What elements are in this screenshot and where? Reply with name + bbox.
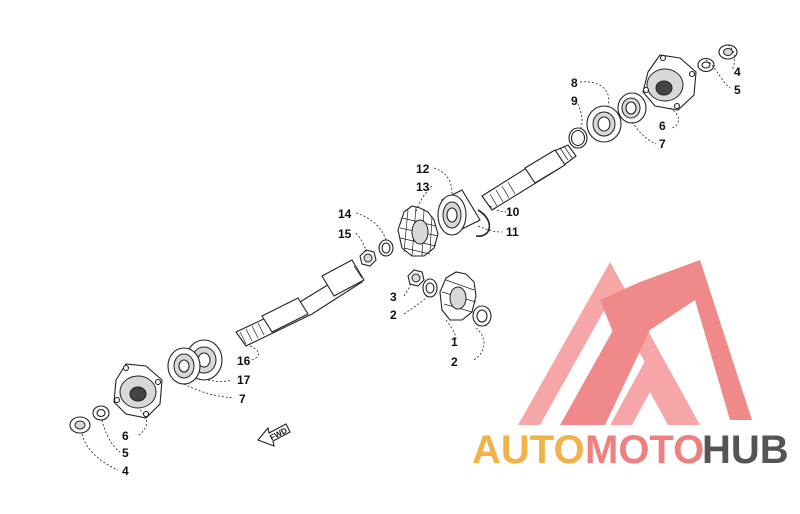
gear-part-1: [439, 271, 477, 321]
washer-part-2-lower: [472, 305, 492, 327]
bearing-part-7-lower: [167, 347, 201, 385]
callout-1: 1: [451, 335, 458, 349]
bevel-gear-part-13: [397, 205, 439, 257]
snap-ring-part-11: [475, 209, 491, 237]
watermark-word-moto: MOTO: [585, 428, 704, 472]
hub-part-6-lower: [113, 363, 163, 419]
watermark-logo: [518, 260, 752, 425]
nut-part-4-lower: [69, 416, 91, 434]
leader-lines: [81, 44, 736, 471]
nut-part-15: [359, 249, 377, 267]
callout-5-lower: 5: [122, 446, 129, 460]
callout-2-middle: 2: [390, 308, 397, 322]
fwd-arrow-icon: FWD: [257, 423, 291, 447]
callout-4-lower: 4: [122, 464, 129, 478]
callout-15: 15: [338, 227, 352, 241]
watermark-text: AUTO MOTO HUB: [472, 428, 789, 472]
callout-11: 11: [506, 225, 519, 239]
washer-part-14: [378, 239, 394, 257]
bearing-part-8: [586, 105, 622, 143]
callout-3: 3: [390, 290, 397, 304]
driveshaft-part-16: [235, 259, 365, 347]
callout-10: 10: [506, 205, 520, 219]
hub-part-6-top: [642, 54, 697, 111]
callout-12: 12: [416, 162, 430, 176]
callout-14: 14: [338, 207, 352, 221]
seal-part-7-top: [617, 92, 647, 124]
callout-7-lower: 7: [239, 392, 246, 406]
snap-ring-part-9: [568, 127, 588, 149]
callout-16: 16: [237, 354, 251, 368]
callout-9: 9: [571, 94, 578, 108]
splined-shaft-part-10: [481, 144, 577, 211]
callout-6-top: 6: [659, 119, 666, 133]
bearing-part-12: [437, 189, 481, 236]
washer-part-5-top: [697, 57, 715, 73]
callout-7-top: 7: [659, 137, 666, 151]
callout-17: 17: [237, 373, 251, 387]
callout-8: 8: [571, 76, 578, 90]
callout-4-top: 4: [734, 65, 741, 79]
callouts: 4 5 8 9 6 7 12 13 10 11 14 15 3 2 1 2 16…: [122, 65, 741, 478]
watermark-word-auto: AUTO: [472, 428, 585, 472]
washer-part-2-middle: [422, 278, 438, 298]
callout-13: 13: [416, 180, 430, 194]
nut-part-3: [407, 269, 425, 287]
watermark-word-hub: HUB: [702, 428, 789, 472]
washer-part-5-lower: [92, 405, 110, 421]
callout-5-top: 5: [734, 83, 741, 97]
callout-6-lower: 6: [122, 429, 129, 443]
callout-2-lower: 2: [451, 355, 458, 369]
